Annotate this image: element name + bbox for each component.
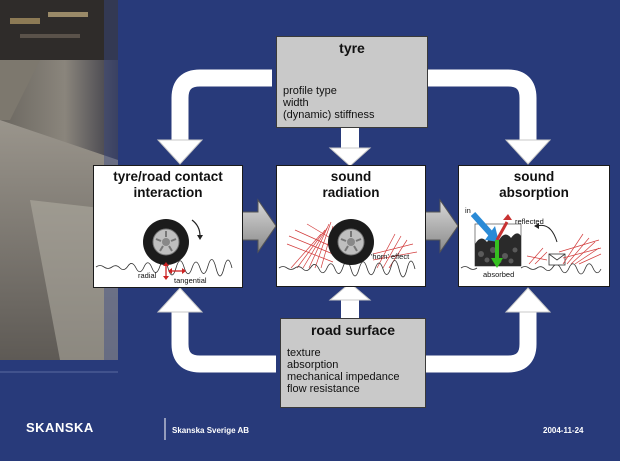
road-property-1: texture: [287, 347, 321, 359]
arrowhead-up-right: [504, 287, 552, 313]
incident-sound-arrow-icon: [470, 211, 494, 237]
absorption-title-line-2: absorption: [499, 185, 569, 200]
arrowhead-down-left: [156, 139, 204, 165]
radiation-title-line-2: radiation: [322, 185, 380, 200]
absorption-title-line-1: sound: [513, 169, 555, 184]
envelope-icon: [548, 253, 566, 266]
company-name: Skanska Sverige AB: [172, 426, 250, 435]
reflected-sound-arrow-icon: [495, 221, 509, 241]
road-property-4: flow resistance: [287, 383, 360, 395]
arrowhead-tyre-to-radiation: [328, 147, 372, 167]
road-surface-box: road surface texture absorption mechanic…: [280, 318, 426, 408]
sound-absorption-box: sound absorption: [458, 165, 610, 287]
radial-label: radial: [138, 271, 157, 280]
arrow-tyre-to-contact: [171, 69, 272, 140]
flow-arrows: [239, 198, 459, 254]
absorption-illustration: [460, 211, 602, 275]
arrow-road-to-contact: [171, 312, 276, 373]
tangential-label: tangential: [174, 276, 207, 285]
tyre-title: tyre: [339, 40, 365, 56]
road-property-2: absorption: [287, 359, 339, 371]
arrowhead-road-to-radiation: [328, 282, 372, 301]
tyre-property-3: (dynamic) stiffness: [283, 109, 375, 121]
arrowhead-up-left: [156, 287, 204, 313]
arrowhead-down-right: [504, 139, 552, 165]
contact-interaction-box: tyre/road contact interaction radial: [93, 165, 243, 288]
slide-date: 2004-11-24: [543, 426, 584, 435]
tyre-wheel-icon: [328, 219, 374, 265]
tyre-box: tyre profile type width (dynamic) stiffn…: [276, 36, 428, 128]
horn-effect-label: 'horn' effect: [371, 252, 410, 261]
curved-arrow-icon: [536, 224, 558, 243]
arrow-tyre-to-absorption: [408, 69, 537, 140]
skanska-logo: SKANSKA: [26, 420, 94, 435]
arrow-road-to-absorption: [424, 312, 537, 373]
rotation-arrow-icon: [191, 219, 201, 237]
feedback-arrows: [156, 69, 552, 373]
in-label: in: [465, 206, 471, 215]
radiation-title-line-1: sound: [330, 169, 372, 184]
road-property-3: mechanical impedance: [287, 371, 400, 383]
reflected-label: reflected: [515, 217, 544, 226]
arrow-contact-to-radiation: [239, 198, 277, 254]
road-surface-title: road surface: [310, 322, 396, 338]
absorption-hatch-icon: [526, 233, 602, 265]
tyre-property-2: width: [283, 97, 309, 109]
tyre-wheel-icon: [143, 219, 189, 265]
tyre-property-1: profile type: [283, 85, 337, 97]
absorbed-label: absorbed: [483, 270, 515, 279]
contact-title-line-2: interaction: [133, 185, 203, 200]
sound-radiation-box: sound radiation: [276, 165, 426, 287]
contact-title-line-1: tyre/road contact: [113, 169, 223, 184]
contact-illustration: [95, 219, 233, 280]
radiation-illustration: [278, 219, 418, 278]
